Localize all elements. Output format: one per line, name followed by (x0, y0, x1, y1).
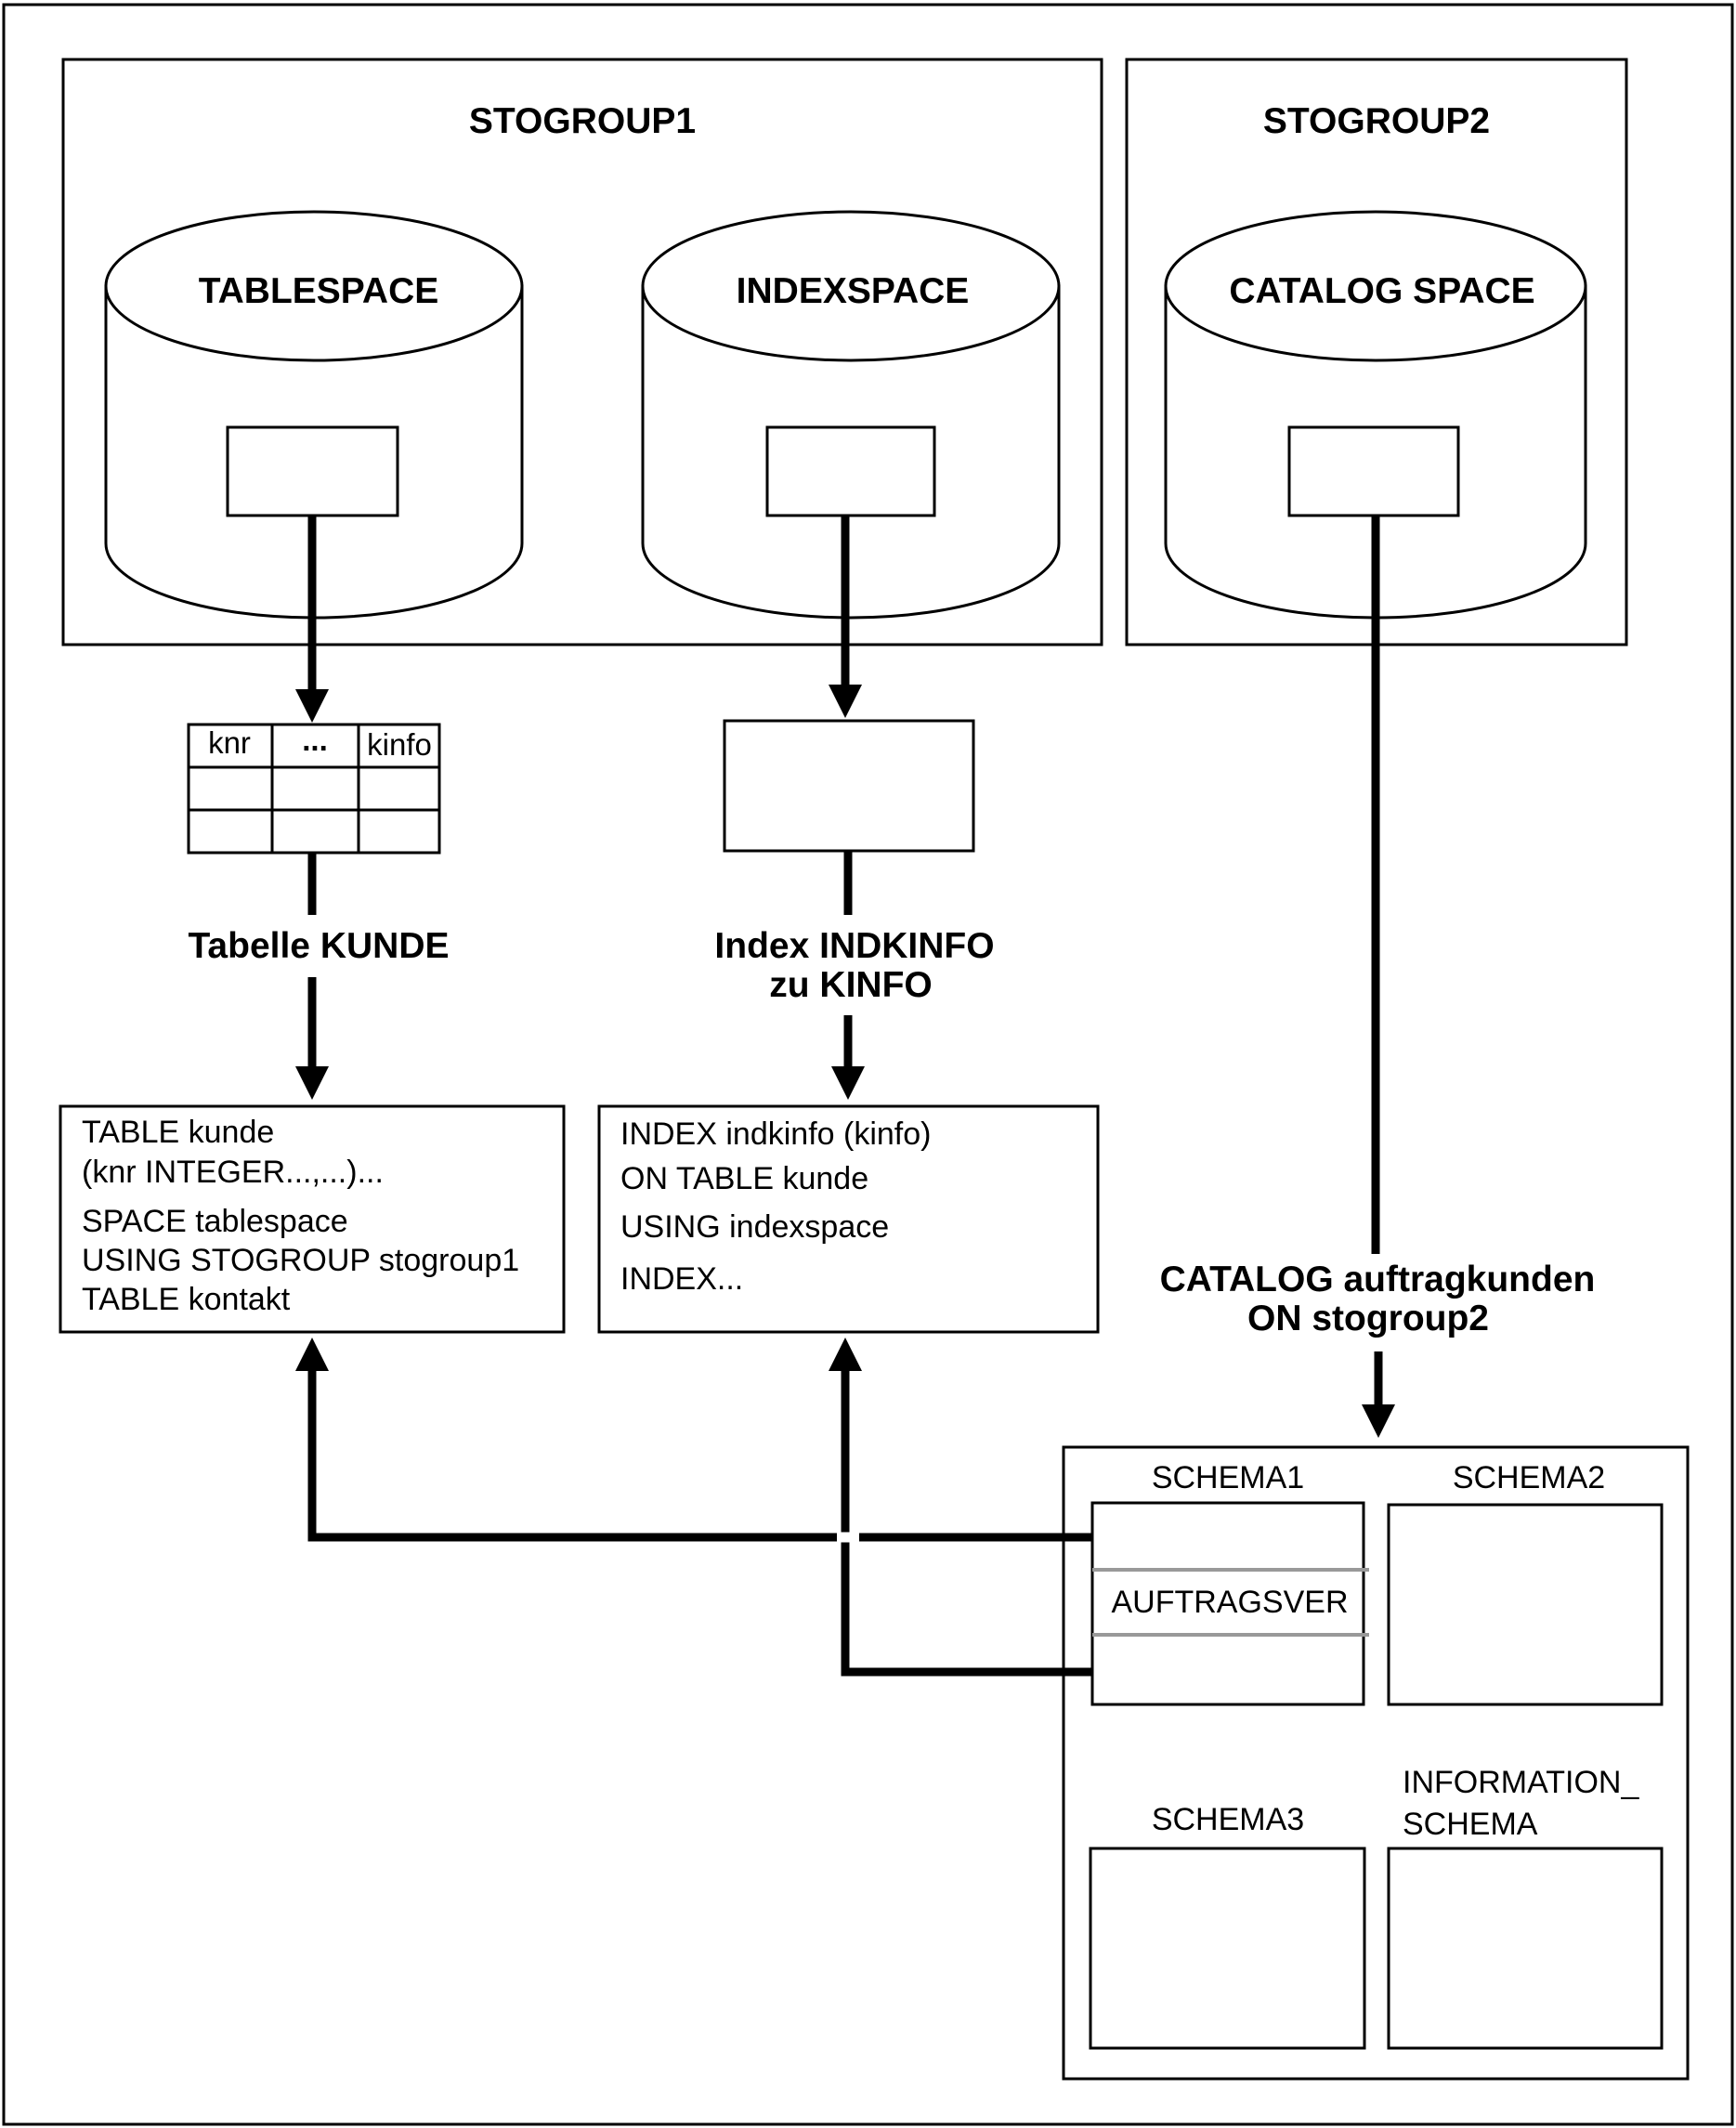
grid-header-kinfo: kinfo (367, 727, 432, 762)
index-indkinfo-label-line2: zu KINFO (769, 965, 932, 1005)
table-def-line-1: TABLE kunde (82, 1115, 274, 1150)
indexspace-label: INDEXSPACE (737, 271, 970, 311)
index-indkinfo-box (723, 719, 975, 853)
schema3-title: SCHEMA3 (1152, 1802, 1304, 1837)
catalog-schemas-box: SCHEMA1 SCHEMA2 AUFTRAGSVER SCHEMA3 INFO… (1062, 1445, 1690, 2081)
information-schema-title-line2: SCHEMA (1403, 1807, 1538, 1842)
table-def-line-3: SPACE tablespace (82, 1204, 348, 1239)
index-def-line-4: INDEX... (620, 1261, 743, 1297)
index-def-line-1: INDEX indkinfo (kinfo) (620, 1116, 931, 1152)
information-schema-title-line1: INFORMATION_ (1403, 1765, 1639, 1800)
stogroup1-title: STOGROUP1 (469, 101, 696, 141)
auftragsver-label: AUFTRAGSVER (1111, 1585, 1348, 1620)
table-def-line-5: TABLE kontakt (82, 1282, 291, 1317)
schema2-box (1387, 1503, 1664, 1706)
stogroup2-title: STOGROUP2 (1263, 101, 1490, 141)
tablespace-label: TABLESPACE (199, 271, 439, 311)
information-schema-box (1387, 1847, 1664, 2050)
arrow-schema1-to-index-def (829, 1338, 1092, 1677)
tablespace-inner-box (226, 425, 399, 517)
schema1-title: SCHEMA1 (1152, 1460, 1304, 1495)
arrow-schema1-to-table-def (295, 1338, 1092, 1542)
table-definition-box: TABLE kunde (knr INTEGER...,...)... SPAC… (59, 1104, 566, 1334)
catalog-space-label: CATALOG SPACE (1229, 271, 1534, 311)
indexspace-cylinder: INDEXSPACE (641, 210, 1061, 620)
stogroup1-box: STOGROUP1 (61, 58, 1103, 646)
index-definition-box: INDEX indkinfo (kinfo) ON TABLE kunde US… (597, 1104, 1100, 1334)
index-def-line-2: ON TABLE kunde (620, 1161, 868, 1196)
catalog-label-line2: ON stogroup2 (1247, 1299, 1489, 1338)
table-kunde-grid: knr ... kinfo (187, 723, 441, 855)
table-def-line-4: USING STOGROUP stogroup1 (82, 1243, 519, 1278)
catalog-space-inner-box (1287, 425, 1460, 517)
indexspace-inner-box (765, 425, 936, 517)
catalog-label-line1: CATALOG auftragkunden (1160, 1260, 1596, 1299)
schema3-box (1089, 1847, 1366, 2050)
index-def-line-3: USING indexspace (620, 1209, 889, 1245)
table-def-line-2: (knr INTEGER...,...)... (82, 1155, 384, 1190)
grid-header-ellipsis: ... (302, 723, 328, 757)
index-indkinfo-label-line1: Index INDKINFO (714, 926, 994, 966)
tabelle-kunde-label: Tabelle KUNDE (189, 926, 450, 966)
outer-frame (2, 3, 1734, 2126)
schema2-title: SCHEMA2 (1453, 1460, 1605, 1495)
stogroup2-box: STOGROUP2 (1125, 58, 1628, 646)
grid-header-knr: knr (208, 725, 251, 760)
schema1-box: AUFTRAGSVER (1090, 1501, 1369, 1706)
